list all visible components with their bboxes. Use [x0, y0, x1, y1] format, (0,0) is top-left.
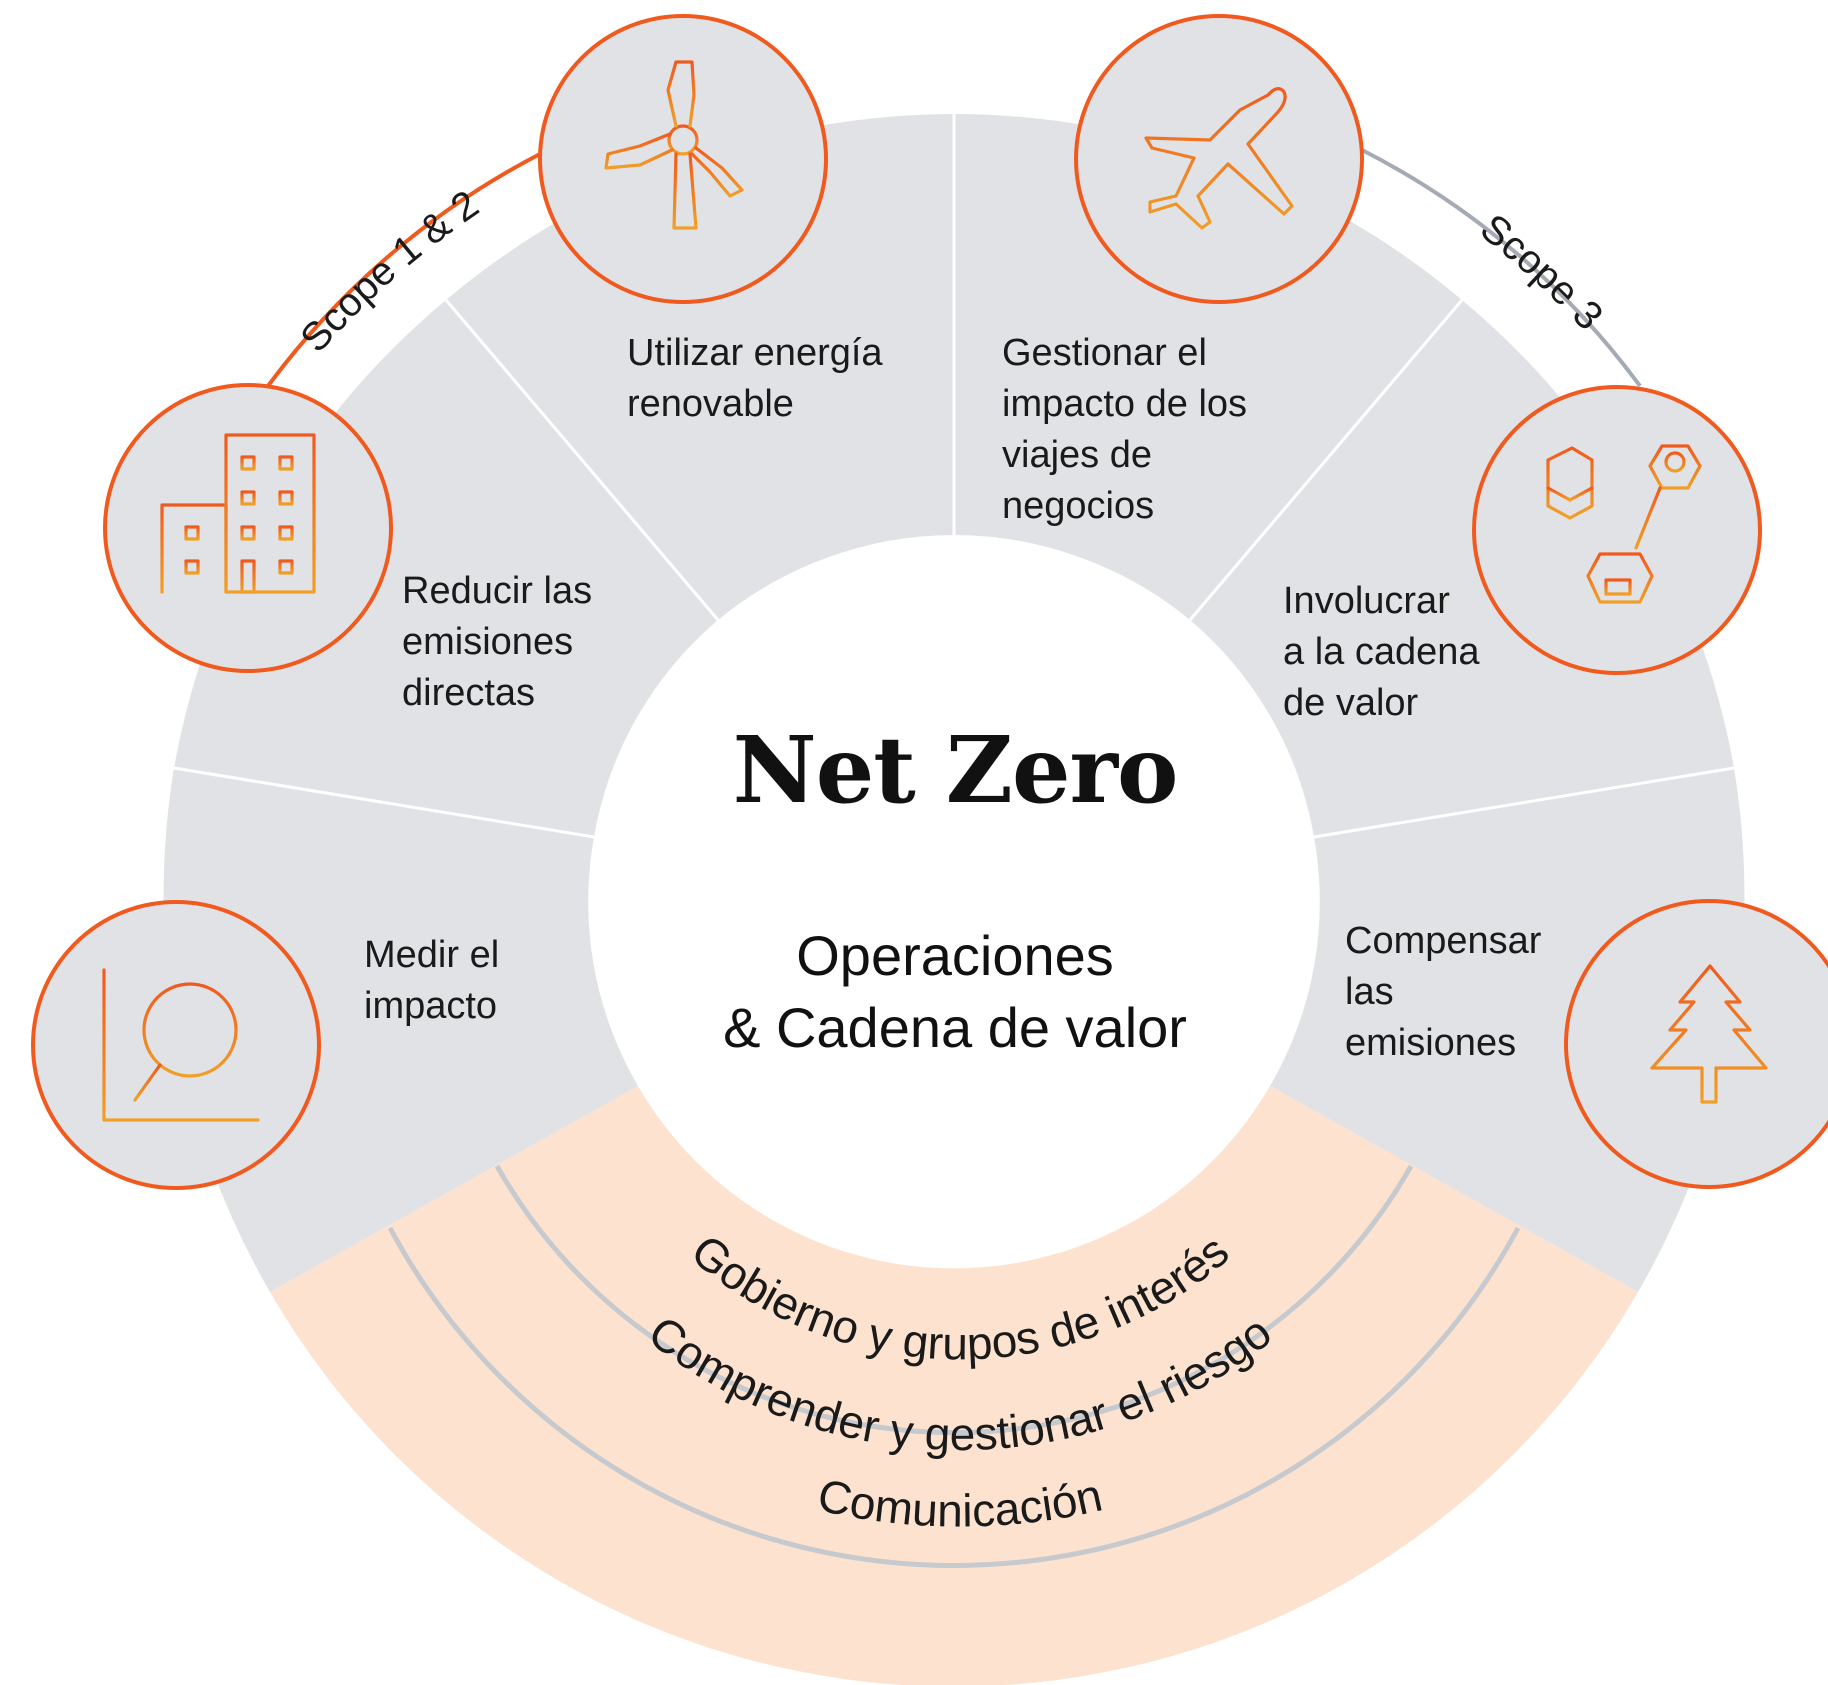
- segment-label-medir: Medir el impacto: [364, 930, 499, 1032]
- center-subtitle-line: & Cadena de valor: [723, 996, 1187, 1059]
- pine-tree-icon: [1650, 964, 1768, 1104]
- band-divider: [387, 1226, 1521, 1569]
- segment-label-line: Medir el: [364, 934, 500, 976]
- building-icon: [148, 433, 320, 594]
- segment-label-line: Compensar: [1345, 920, 1542, 962]
- segment-label-line: impacto de los: [1002, 383, 1248, 425]
- center-circle: [589, 535, 1319, 1265]
- segment-label-utilizar: Utilizar energía renovable: [627, 328, 883, 430]
- segment-label-line: las: [1345, 971, 1394, 1013]
- segment-label-line: emisiones: [1345, 1022, 1517, 1064]
- segment-label-line: viajes de: [1002, 434, 1152, 476]
- chart-magnifier-icon: [102, 968, 260, 1122]
- segment-label-line: Reducir las: [402, 570, 593, 612]
- segment-label-line: de valor: [1283, 682, 1419, 724]
- segment-label-line: directas: [402, 672, 536, 714]
- gestionar-icon-circle: [1074, 14, 1364, 304]
- segment-reducir: [174, 300, 718, 837]
- foundation-band: [270, 1086, 1638, 1685]
- segment-label-line: negocios: [1002, 485, 1155, 527]
- segment-label-line: impacto: [364, 985, 498, 1027]
- band-divider: [494, 1164, 1414, 1436]
- scope-1-2-arc: [266, 152, 541, 388]
- scope-3-arc: [1361, 148, 1642, 388]
- compensar-icon-circle: [1564, 899, 1828, 1189]
- segment-label-line: Involucrar: [1283, 580, 1450, 622]
- segment-label-involucrar: Involucrar a la cadena de valor: [1283, 576, 1480, 729]
- supply-chain-network-icon: [1546, 444, 1702, 604]
- center-title: Net Zero: [732, 716, 1179, 824]
- segment-label-gestionar: Gestionar el impacto de los viajes de ne…: [1002, 328, 1247, 532]
- wind-turbine-icon: [604, 60, 744, 230]
- segment-label-line: emisiones: [402, 621, 574, 663]
- utilizar-icon-circle: [538, 14, 828, 304]
- center-subtitle: Operaciones & Cadena de valor: [650, 920, 1260, 1064]
- segment-label-line: Utilizar energía: [627, 332, 883, 374]
- segment-label-line: a la cadena: [1283, 631, 1480, 673]
- scope-3-label: Scope 3: [1472, 206, 1611, 339]
- airplane-icon: [1144, 87, 1294, 230]
- center-subtitle-line: Operaciones: [796, 924, 1114, 987]
- segment-label-compensar: Compensar las emisiones: [1345, 916, 1541, 1069]
- segment-label-line: Gestionar el: [1002, 332, 1207, 374]
- segment-medir: [163, 768, 638, 1292]
- segment-label-reducir: Reducir las emisiones directas: [402, 566, 592, 719]
- segment-involucrar: [1190, 300, 1734, 837]
- involucrar-icon-circle: [1472, 385, 1762, 675]
- segment-label-line: renovable: [627, 383, 794, 425]
